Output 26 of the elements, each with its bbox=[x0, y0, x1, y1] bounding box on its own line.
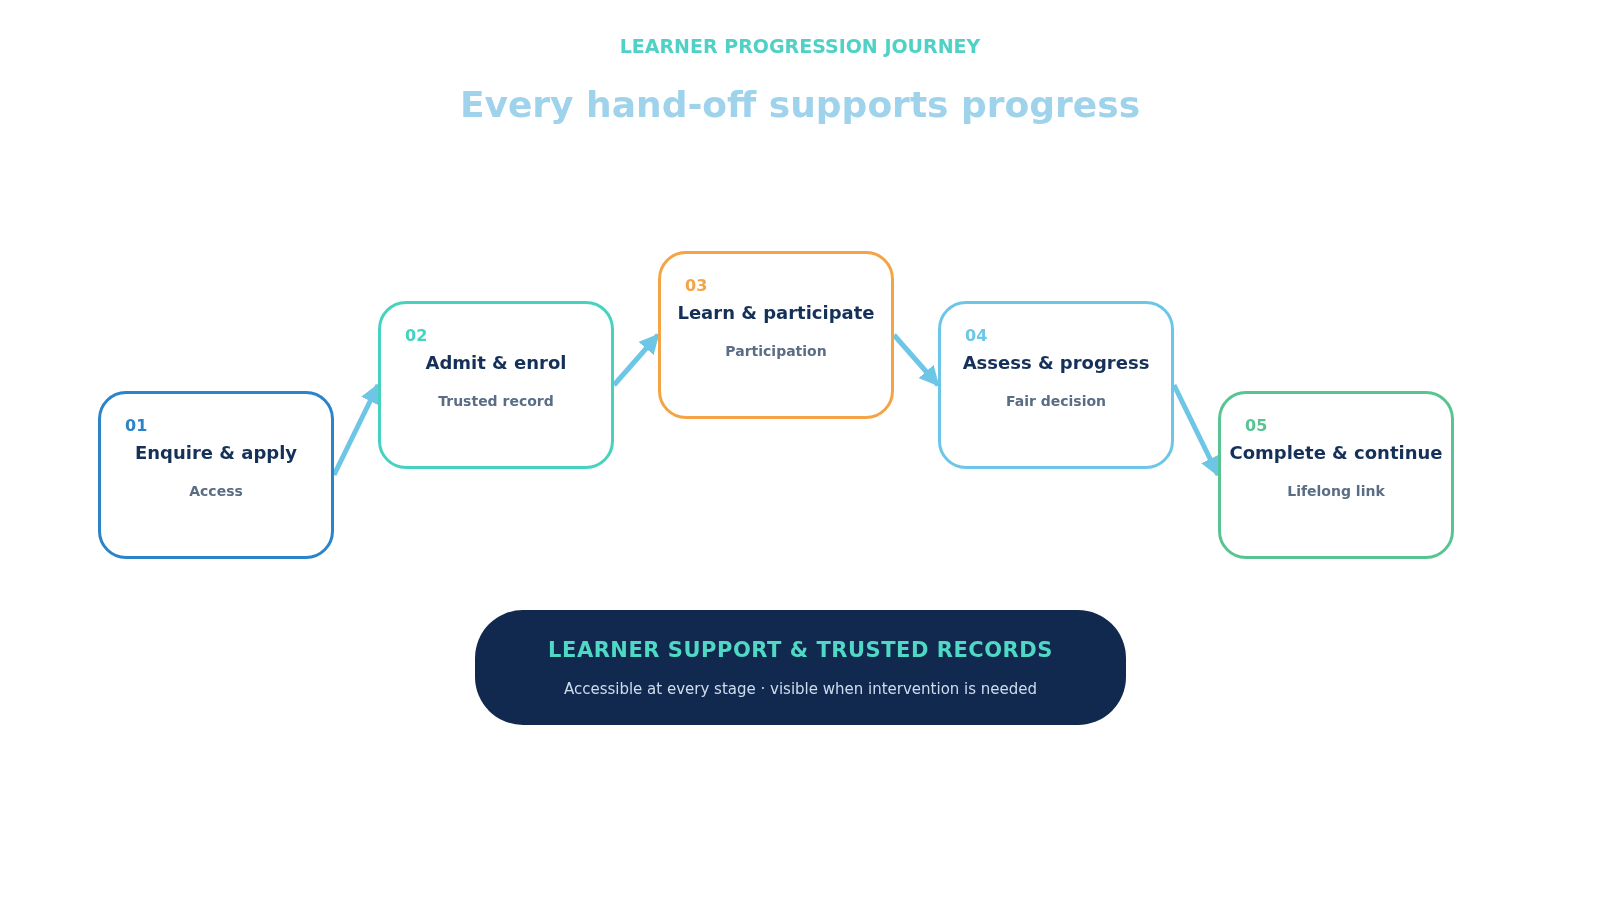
banner-text: Accessible at every stage · visible when intervention is needed bbox=[563, 679, 1038, 700]
step-subtitle: Participation bbox=[725, 341, 827, 361]
step-title: Learn & participate bbox=[677, 302, 875, 325]
step-card bbox=[658, 251, 894, 419]
step-title: Complete & continue bbox=[1229, 442, 1443, 465]
step-subtitle: Lifelong link bbox=[1287, 481, 1385, 501]
step-card bbox=[98, 391, 334, 559]
step-title: Admit & enrol bbox=[425, 352, 567, 375]
step-subtitle: Fair decision bbox=[1005, 391, 1107, 411]
step-number: 03 bbox=[685, 278, 708, 294]
step-subtitle: Trusted record bbox=[438, 391, 554, 411]
step-card bbox=[378, 301, 614, 469]
banner-heading: LEARNER SUPPORT & TRUSTED RECORDS bbox=[548, 636, 1053, 664]
step-number: 01 bbox=[125, 418, 148, 434]
subtitle: Every hand-off supports progress bbox=[459, 83, 1141, 127]
step-number: 04 bbox=[965, 328, 988, 344]
arrow bbox=[892, 333, 940, 387]
step-title: Enquire & apply bbox=[134, 442, 298, 465]
title: LEARNER PROGRESSION JOURNEY bbox=[619, 34, 981, 59]
step-subtitle: Access bbox=[189, 481, 243, 501]
step-card bbox=[938, 301, 1174, 469]
step-title: Assess & progress bbox=[962, 352, 1150, 375]
step-number: 02 bbox=[405, 328, 428, 344]
step-card bbox=[1218, 391, 1454, 559]
step-number: 05 bbox=[1245, 418, 1268, 434]
arrow bbox=[612, 333, 660, 387]
